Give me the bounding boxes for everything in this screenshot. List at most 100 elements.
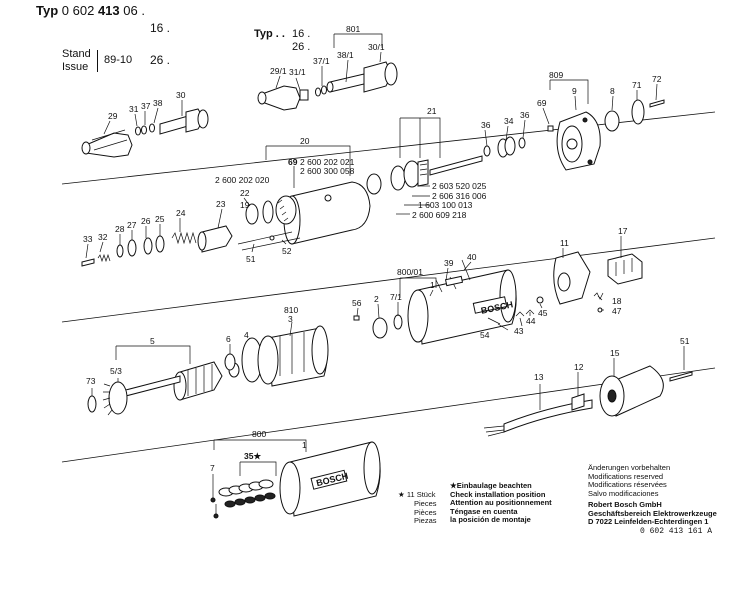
label-73: 73 bbox=[86, 376, 96, 386]
rod-51 bbox=[237, 231, 293, 245]
label-29: 29 bbox=[108, 111, 118, 121]
typ-number-bold: 413 bbox=[97, 3, 120, 18]
label-2: 2 bbox=[374, 294, 379, 304]
label-5: 5 bbox=[150, 336, 155, 346]
rod-52 bbox=[241, 237, 301, 251]
typ-suffix-06: 06 . bbox=[123, 3, 145, 18]
stand-date: 89-10 bbox=[104, 54, 133, 66]
type-header: Typ 0 602 413 06 . bbox=[36, 3, 145, 18]
label-809: 809 bbox=[549, 70, 563, 80]
gear-housing-20 bbox=[275, 181, 371, 245]
code-2603520025: 2 603 520 025 bbox=[432, 181, 487, 191]
rod-52-head bbox=[269, 235, 275, 241]
washer-26 bbox=[143, 237, 153, 255]
spring-32 bbox=[97, 253, 111, 263]
label-71: 71 bbox=[632, 80, 642, 90]
label-56: 56 bbox=[352, 298, 362, 308]
terminal-block-17 bbox=[607, 253, 643, 285]
separator-line-2 bbox=[61, 237, 716, 323]
label-54: 54 bbox=[480, 330, 490, 340]
label-20: 20 bbox=[300, 136, 310, 146]
install-line-en: Check installation position bbox=[450, 489, 546, 499]
qty-label: 11 Stück bbox=[406, 490, 436, 499]
label-27: 27 bbox=[127, 220, 137, 230]
label-52: 52 bbox=[282, 246, 292, 256]
gear-23 bbox=[197, 225, 233, 253]
washer-28 bbox=[116, 244, 124, 258]
label-29-1: 29/1 bbox=[270, 66, 287, 76]
alt-typ-16: 16 . bbox=[292, 28, 311, 40]
pin-56 bbox=[353, 315, 360, 321]
ring-7-1 bbox=[393, 314, 403, 330]
label-32: 32 bbox=[98, 232, 108, 242]
label-5-3: 5/3 bbox=[110, 366, 122, 376]
label-69b: 69 bbox=[288, 157, 298, 167]
install-star: ★ bbox=[450, 481, 457, 490]
code-2600609218: 2 600 609 218 bbox=[412, 210, 467, 220]
label-69a: 69 bbox=[537, 98, 547, 108]
qty-note: ★ 11 Stück bbox=[398, 490, 436, 500]
typ-number-prefix: 0 602 bbox=[61, 3, 95, 18]
code-2600202020: 2 600 202 020 bbox=[215, 175, 270, 185]
needle-bearing-22 bbox=[245, 203, 259, 225]
label-35: 35★ bbox=[244, 451, 262, 461]
label-31-1: 31/1 bbox=[289, 67, 306, 77]
washer-71 bbox=[631, 99, 645, 125]
chuck-29-1-upper bbox=[257, 85, 309, 111]
label-9: 9 bbox=[572, 86, 577, 96]
label-23: 23 bbox=[216, 199, 226, 209]
key-69a bbox=[547, 125, 554, 132]
label-36a: 36 bbox=[481, 120, 491, 130]
field-3 bbox=[257, 325, 329, 387]
label-39: 39 bbox=[444, 258, 454, 268]
typ-suffix-16: 16 . bbox=[150, 21, 171, 35]
label-37: 37 bbox=[141, 101, 151, 111]
install-line-es1: Téngase en cuenta bbox=[450, 506, 518, 516]
label-801: 801 bbox=[346, 24, 360, 34]
company-address: Robert Bosch GmbH Geschäftsbereich Elekt… bbox=[588, 500, 717, 527]
notice-es: Salvo modificaciones bbox=[588, 488, 659, 498]
part-labels: 801 30/1 38/1 37/1 31/1 29/1 29 31 37 38… bbox=[83, 24, 690, 473]
label-17: 17 bbox=[618, 226, 628, 236]
label-37-1: 37/1 bbox=[313, 56, 330, 66]
washer-27 bbox=[127, 239, 137, 257]
label-800-01: 800/01 bbox=[397, 267, 423, 277]
brush-holder-39 bbox=[444, 275, 464, 287]
install-line-fr: Attention au positionnement bbox=[450, 498, 552, 507]
label-7: 7 bbox=[210, 463, 215, 473]
modification-notice: Änderungen vorbehalten Modifications res… bbox=[588, 463, 671, 498]
fan-5-3 bbox=[102, 381, 128, 416]
label-6: 6 bbox=[226, 334, 231, 344]
ring-38 bbox=[149, 123, 155, 133]
screw-54 bbox=[487, 317, 501, 325]
drawing-number: 0 602 413 161 A bbox=[640, 527, 713, 536]
issue-label: Issue bbox=[62, 61, 89, 73]
clip-43 bbox=[515, 311, 525, 317]
label-51b: 51 bbox=[680, 336, 690, 346]
company-city: D 7022 Leinfelden-Echterdingen 1 bbox=[588, 517, 709, 526]
screw-51b bbox=[669, 371, 693, 382]
clip-44 bbox=[525, 309, 535, 315]
ring-38-1 bbox=[321, 85, 327, 95]
spring-18 bbox=[593, 292, 604, 300]
label-800: 800 bbox=[252, 429, 266, 439]
install-line-de: Einbaulage beachten bbox=[456, 481, 532, 490]
label-13: 13 bbox=[534, 372, 544, 382]
label-18: 18 bbox=[612, 296, 622, 306]
qty-langs: Pieces Pièces Piezas bbox=[414, 499, 437, 526]
bearing-34 bbox=[497, 136, 516, 158]
qty-lang-es: Piezas bbox=[414, 516, 437, 525]
ring-36b bbox=[518, 137, 526, 149]
qty-lang-en: Pieces bbox=[414, 499, 437, 508]
label-43: 43 bbox=[514, 326, 524, 336]
label-25: 25 bbox=[155, 214, 165, 224]
notice-de: Änderungen vorbehalten bbox=[588, 463, 671, 472]
ring-2 bbox=[372, 317, 388, 339]
bearing-8 bbox=[604, 110, 620, 132]
label-33: 33 bbox=[83, 234, 93, 244]
typ-label: Typ bbox=[36, 3, 59, 18]
ring-36a bbox=[483, 145, 491, 157]
pin-33 bbox=[81, 258, 95, 267]
code-1603100013: 1 603 100 013 bbox=[418, 200, 473, 210]
